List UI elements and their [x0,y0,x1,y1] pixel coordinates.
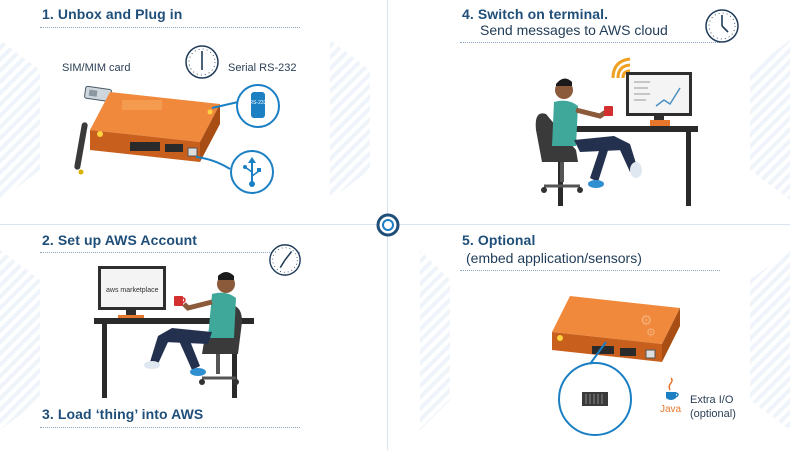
step5-title: 5. Optional [462,232,536,248]
extra-io-sub: (optional) [690,408,736,420]
sim-card-icon [84,85,112,102]
serial-label: Serial RS-232 [228,62,297,74]
step2-title: 2. Set up AWS Account [42,232,198,248]
serial-connector-line [211,101,239,109]
step3-title: 3. Load ‘thing’ into AWS [42,406,204,422]
gateway-device-optional [552,296,680,362]
step4-title: 4. Switch on terminal. [462,6,609,22]
gear-icon: ⚙ [640,312,653,328]
gear-icon: ⚙ [646,327,656,339]
step4-subtitle: Send messages to AWS cloud [480,22,668,38]
wifi-icon [611,57,631,79]
clock-icon [269,244,301,276]
step1-title: 1. Unbox and Plug in [42,6,183,22]
step2-rule [40,252,300,253]
gateway-device [90,92,220,162]
aws-marketplace-screen-text: aws marketplace [106,287,159,294]
center-ring-icon [376,213,400,237]
extra-io-connector-line [589,341,607,365]
step5-rule [460,270,720,271]
desk-scene-terminal [535,72,698,206]
extra-io-module [558,362,632,436]
antenna-icon [74,122,88,175]
cup-icon [174,296,186,306]
clock-icon [705,9,739,43]
step3-rule [40,427,300,428]
step5-subtitle: (embed application/sensors) [466,250,642,266]
java-icon [666,377,679,400]
java-label: Java [660,404,682,415]
extra-io-label: Extra I/O [690,394,734,406]
sim-card-label: SIM/MIM card [62,62,131,74]
clock-icon [185,45,219,79]
usb-icon [230,150,274,194]
desk-scene-aws [94,266,254,398]
step1-rule [40,27,300,28]
step4-rule [460,42,720,43]
serial-port-icon: RS-232 [236,84,280,128]
rs232-badge: RS-232 [250,100,267,106]
usb-connector-line [195,156,231,170]
